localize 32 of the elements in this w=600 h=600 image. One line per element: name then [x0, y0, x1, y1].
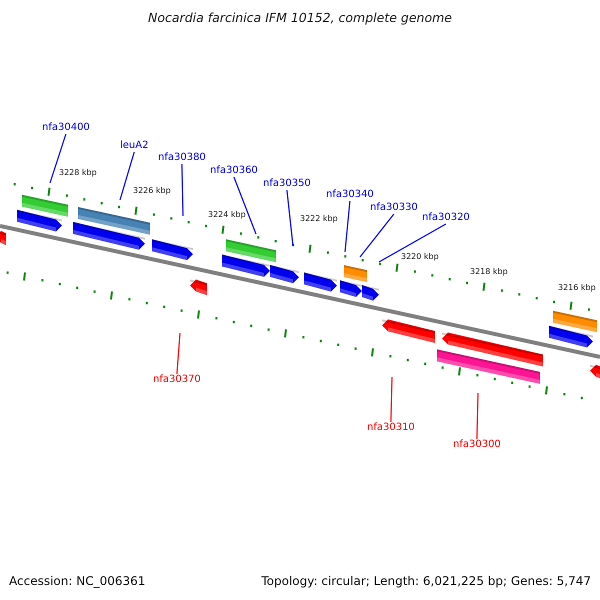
gene-name: nfa30320 — [422, 212, 470, 224]
leader-line — [476, 392, 479, 440]
scale-label: 3216 kbp — [558, 283, 596, 292]
leader-line — [49, 134, 66, 184]
gene-name: nfa30310 — [367, 422, 415, 434]
gene-name: nfa30340 — [326, 189, 374, 201]
gene-name: nfa30330 — [370, 202, 418, 214]
genome-info-text: Topology: circular; Length: 6,021,225 bp; Genes: 5,747 — [261, 574, 591, 588]
leader-line — [390, 376, 393, 422]
gene-name: nfa30360 — [210, 165, 258, 177]
chart-title: Nocardia farcinica IFM 10152, complete genome — [147, 10, 453, 25]
scale-label: 3228 kbp — [59, 168, 97, 177]
scale-label: 3226 kbp — [133, 186, 171, 195]
gene-name: nfa30300 — [453, 439, 501, 451]
leader-line — [181, 164, 184, 216]
scale-label: 3224 kbp — [208, 210, 246, 219]
leader-line — [378, 223, 446, 263]
leader-line — [119, 152, 135, 200]
scale-label: 3220 kbp — [401, 252, 439, 261]
leader-line — [344, 200, 350, 252]
gene-name: nfa30400 — [42, 122, 90, 134]
leader-line — [360, 214, 394, 258]
leader-line — [286, 190, 294, 246]
gene-name: leuA2 — [120, 140, 148, 152]
accession-text: Accession: NC_006361 — [9, 574, 146, 588]
scale-label: 3218 kbp — [470, 267, 508, 276]
leader-line — [233, 176, 257, 234]
scale-label: 3222 kbp — [300, 214, 338, 223]
gene-name: nfa30380 — [158, 152, 206, 164]
gene-name: nfa30370 — [153, 374, 201, 386]
gene-name: nfa30350 — [263, 178, 311, 190]
leader-line — [176, 332, 181, 374]
